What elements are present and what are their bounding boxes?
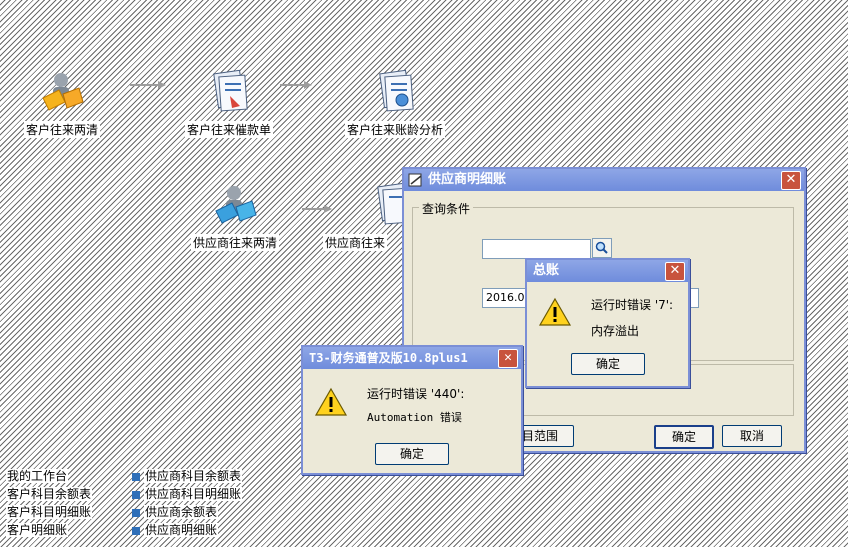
query-conditions-label: 查询条件	[419, 200, 474, 217]
zongzhang-error-dialog: 总账 ✕ 运行时错误 '7': 内存溢出 确定	[525, 258, 690, 388]
bullet-icon	[132, 472, 140, 481]
flow-item-supplier-settle[interactable]: 供应商往来两清	[165, 181, 305, 251]
bottom-right-column: 供应商科目余额表 供应商科目明细账 供应商余额表 供应商明细账	[132, 467, 243, 539]
close-icon: ✕	[669, 263, 681, 278]
close-icon: ✕	[785, 172, 797, 187]
error-detail: 内存溢出	[591, 324, 640, 338]
bottom-links-panel: 我的工作台 客户科目余额表 客户科目明细账 客户明细账 供应商科目余额表 供应商…	[0, 455, 848, 547]
t3-error-dialog: T3-财务通普及版10.8plus1 ✕ 运行时错误 '440': Automa…	[301, 345, 523, 475]
link-customer-account-balance[interactable]: 客户科目余额表	[6, 487, 93, 501]
link-customer-detail[interactable]: 客户明细账	[6, 523, 69, 537]
error-message: 运行时错误 '7':	[591, 298, 674, 312]
supplier-settle-icon	[215, 186, 257, 224]
supplier-window-titlebar[interactable]: 供应商明细账 ✕	[404, 169, 804, 191]
date-from-field[interactable]: 2016.01	[482, 288, 532, 308]
warning-icon	[314, 387, 348, 416]
flow-item-customer-aging[interactable]: 客户往来账龄分析	[325, 68, 465, 138]
supplier-input[interactable]	[482, 239, 591, 259]
zongzhang-titlebar[interactable]: 总账 ✕	[527, 260, 688, 282]
close-button[interactable]: ✕	[498, 349, 518, 368]
error-message: 运行时错误 '440':	[367, 387, 465, 401]
close-button[interactable]: ✕	[781, 171, 801, 190]
search-button[interactable]	[592, 238, 612, 258]
t3-titlebar[interactable]: T3-财务通普及版10.8plus1 ✕	[303, 347, 521, 369]
bullet-icon	[132, 490, 140, 499]
close-button[interactable]: ✕	[665, 262, 685, 281]
flow-arrow	[280, 81, 312, 89]
aging-report-icon	[379, 69, 414, 112]
link-supplier-detail[interactable]: 供应商明细账	[132, 521, 242, 539]
bullet-icon	[132, 508, 140, 517]
ok-button[interactable]: 确定	[375, 443, 449, 465]
dialog-title: 总账	[533, 263, 560, 278]
window-title: 供应商明细账	[428, 172, 507, 187]
flow-item-customer-dunning[interactable]: 客户往来催款单	[159, 68, 299, 138]
ok-button[interactable]: 确定	[571, 353, 645, 375]
bottom-left-column: 我的工作台 客户科目余额表 客户科目明细账 客户明细账	[6, 467, 93, 539]
bullet-icon	[132, 526, 140, 535]
flow-label: 供应商往来两清	[190, 234, 279, 251]
warning-icon	[538, 297, 572, 326]
close-icon: ✕	[504, 350, 512, 365]
search-icon	[595, 241, 608, 254]
flow-label: 客户往来两清	[23, 121, 100, 138]
document-report-icon	[213, 69, 248, 112]
ok-button[interactable]: 确定	[654, 425, 714, 449]
flow-label: 客户往来账龄分析	[344, 121, 445, 138]
link-supplier-account-balance[interactable]: 供应商科目余额表	[132, 467, 243, 485]
flow-label: 客户往来催款单	[184, 121, 273, 138]
customer-settle-icon	[42, 73, 84, 111]
error-detail: Automation 错误	[367, 411, 462, 424]
link-supplier-balance[interactable]: 供应商余额表	[132, 503, 242, 521]
range-button[interactable]: 目范围	[506, 425, 574, 447]
cancel-button[interactable]: 取消	[722, 425, 782, 447]
window-app-icon	[408, 173, 422, 187]
dialog-title: T3-财务通普及版10.8plus1	[309, 351, 468, 365]
flow-item-customer-settle[interactable]: 客户往来两清	[0, 68, 132, 138]
link-supplier-account-detail[interactable]: 供应商科目明细账	[132, 485, 243, 503]
flow-arrow	[130, 81, 166, 89]
link-my-workbench[interactable]: 我的工作台	[6, 469, 69, 483]
flow-label: 供应商往来	[323, 234, 388, 251]
link-customer-account-detail[interactable]: 客户科目明细账	[6, 505, 93, 519]
flow-arrow	[302, 205, 332, 213]
